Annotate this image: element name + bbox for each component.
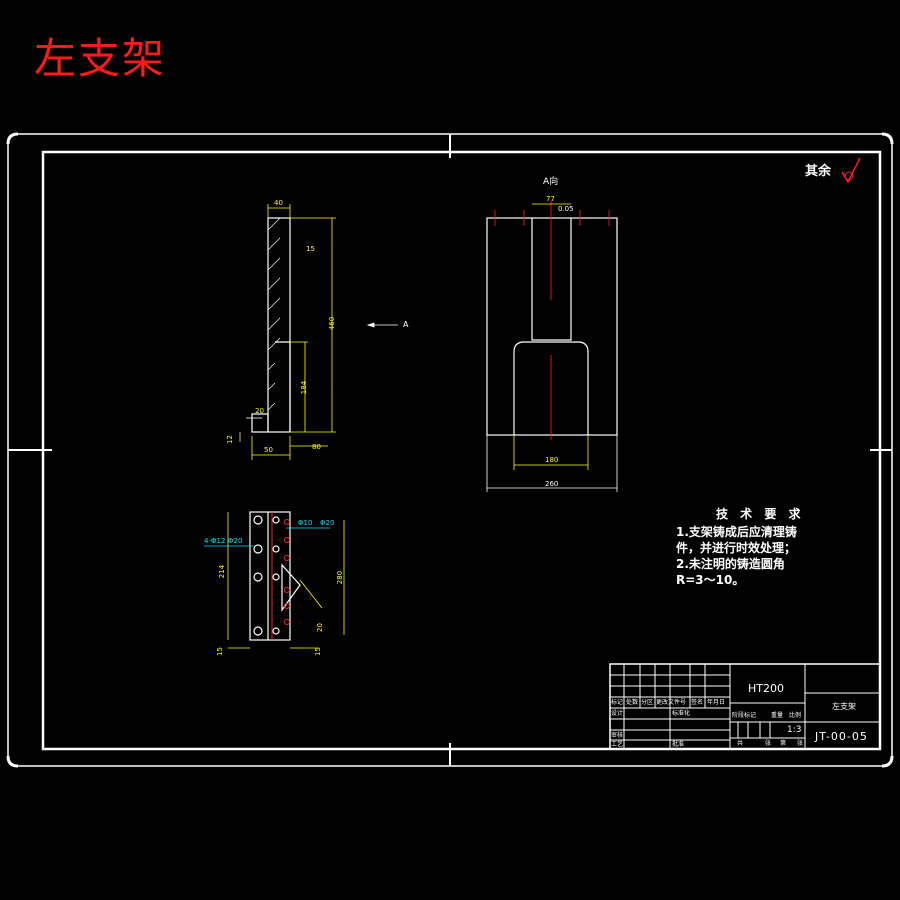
title-block-sheet-label: 张 [765,740,772,747]
title-block-mid-label: 标准化 [672,710,691,717]
dim-label: 4-Φ12 [204,537,226,545]
front-view-overall-dimension [486,435,618,492]
side-view [246,217,291,433]
side-view-dimension-lines [239,204,336,460]
title-block-header-cell: 标记 [611,699,624,706]
dim-label: Φ10 [298,519,313,527]
bottom-view-leaders [204,527,330,547]
drawing-title: 左支架 [34,34,167,83]
front-view-centerlines [494,200,610,440]
title-block-header-cell: 年月日 [707,699,726,706]
title-block-stage-label: 阶段标记 [732,712,757,719]
dim-label: 460 [328,316,337,331]
scale-value: 1:3 [787,725,802,735]
dim-label: 20 [255,407,264,415]
dim-label: 214 [218,564,227,579]
material-label: HT200 [748,682,784,695]
centering-marks [8,134,892,766]
side-view-section-arrow [366,322,398,328]
dim-label: 280 [336,570,345,585]
tech-requirement-line: 1.支架铸成后应清理铸 [676,525,797,539]
sheet-outer-frame [6,132,894,768]
tech-requirements-heading: 技 术 要 求 [716,507,805,521]
bottom-view [249,511,301,641]
title-block-mid-label: 批准 [672,741,685,748]
tech-requirement-line: R=3～10。 [676,573,745,587]
drawing-number: JT-00-05 [815,730,868,743]
title-block-stage-label: 比例 [789,712,802,719]
dim-label: 184 [300,380,309,395]
title-block-header-cell: 处数 [626,699,639,706]
tech-requirement-line: 件，并进行时效处理； [676,541,797,555]
inner-border [41,150,882,751]
tech-requirement-line: 2.未注明的铸造圆角 [676,557,785,571]
bottom-view-dimension-lines [227,512,345,649]
bottom-view-holes-red [271,512,290,640]
title-block-sheet-label: 共 [737,740,744,747]
dim-label: Φ20 [320,519,335,527]
roughness-symbol [841,157,861,184]
dim-label: 0.05 [558,205,574,213]
title-block-header-cell: 签名 [691,699,704,706]
dim-label: 20 [315,623,324,632]
dim-label: 50 [264,446,273,454]
dim-label: 40 [274,199,283,207]
view-label: A向 [543,177,559,187]
front-view [486,217,618,436]
title-block-row-label: 审核 [611,732,624,739]
roughness-note: 其余 [805,164,832,179]
side-view-hatch [267,217,281,411]
dim-label: 15 [313,647,322,656]
section-arrow-label: A [403,320,409,329]
title-block-stage-label: 重量 [771,712,784,719]
dim-label: 260 [545,480,559,488]
dim-label: Φ20 [228,537,243,545]
title-block-row-label: 工艺 [611,741,624,748]
title-block-header-cell: 更改文件号 [656,699,687,706]
title-block-row-label: 设计 [611,710,624,717]
dim-label: 80 [312,443,321,451]
title-block-sheet-label: 第 [780,740,787,747]
dim-label: 180 [545,456,559,464]
front-view-dimension-lines [513,203,589,470]
dim-label: 12 [225,435,234,444]
title-block-header-cell: 分区 [641,699,654,706]
dim-label: 77 [546,195,555,203]
dim-label: 15 [215,647,224,656]
title-block [609,663,881,750]
title-block-sheet-label: 张 [797,740,804,747]
part-name: 左支架 [832,702,856,711]
dim-label: 15 [306,245,315,253]
